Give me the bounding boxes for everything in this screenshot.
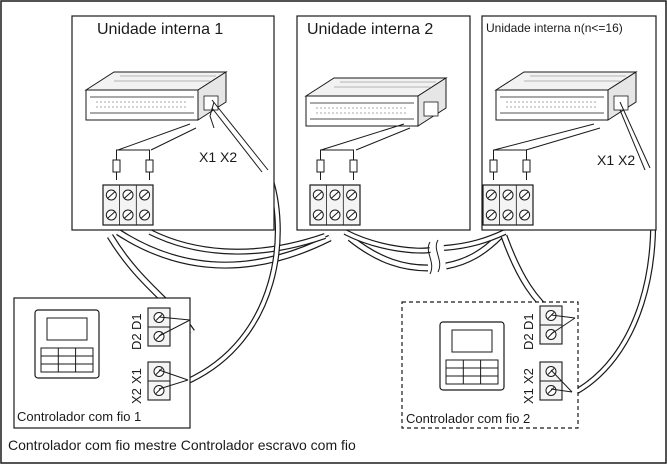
- controller-1-caption: Controlador com fio 1: [17, 409, 142, 424]
- controller-1-terminal-x2: X2: [129, 388, 144, 404]
- controller-2-terminal-x2: X2: [521, 368, 536, 384]
- controller-1-terminal-d2: D2: [129, 333, 144, 350]
- controller-2-terminal-x1: X1: [521, 388, 536, 404]
- footer-caption: Controlador com fio mestre Controlador e…: [8, 437, 356, 453]
- controller-1-terminal-x1: X1: [129, 368, 144, 384]
- indoor-unit-1-terminal-label: X1 X2: [199, 149, 238, 165]
- controller-2-terminal-d2: D2: [521, 333, 536, 350]
- indoor-unit-n-terminal-label: X1 X2: [597, 152, 636, 168]
- wired-controller-2: [401, 301, 579, 429]
- indoor-unit-2: [296, 15, 471, 231]
- cable-break-mark: [427, 239, 441, 275]
- indoor-unit-2-title: Unidade interna 2: [307, 21, 434, 38]
- wired-controller-1: [13, 297, 191, 429]
- indoor-unit-1-title: Unidade interna 1: [97, 21, 224, 38]
- controller-2-terminal-d1: D1: [521, 313, 536, 330]
- indoor-unit-n: [481, 15, 657, 231]
- indoor-unit-1: [71, 15, 275, 231]
- indoor-unit-n-title: Unidade interna n(n<=16): [486, 21, 623, 35]
- controller-1-terminal-d1: D1: [129, 313, 144, 330]
- signal-cable-bundle: [107, 167, 657, 398]
- controller-2-caption: Controlador com fio 2: [406, 411, 531, 426]
